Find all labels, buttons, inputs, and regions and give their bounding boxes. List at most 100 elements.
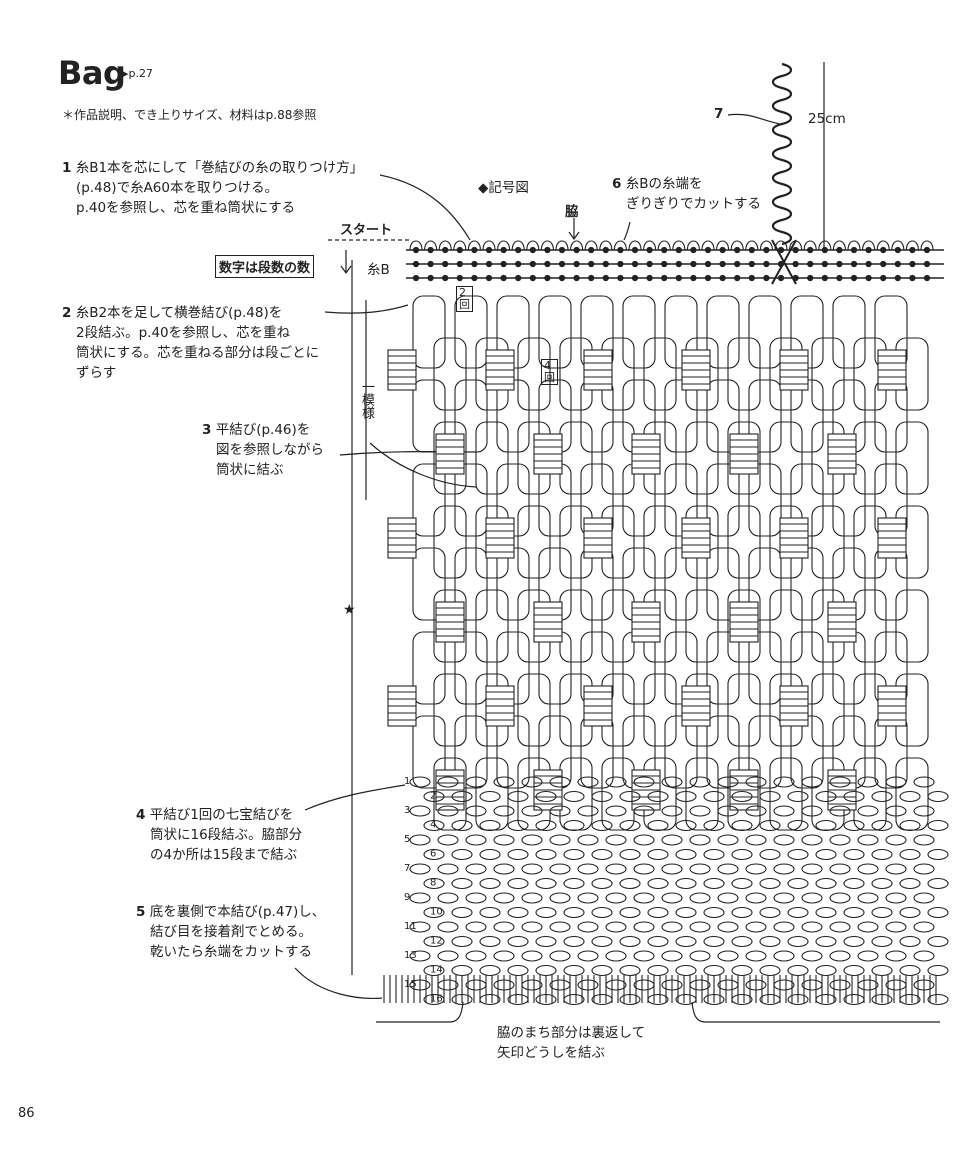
sennit-cell	[748, 295, 782, 369]
alt-knot	[437, 892, 459, 904]
alt-knot	[647, 848, 669, 861]
alt-knot	[759, 848, 781, 861]
clove-hitch-dot	[471, 246, 478, 254]
sennit-cell	[454, 715, 488, 789]
sennit-cell	[748, 631, 782, 705]
clove-hitch-dot	[763, 260, 770, 268]
attachment-loop	[745, 240, 759, 251]
attachment-loop	[511, 240, 525, 251]
alt-knot	[619, 848, 641, 861]
sennit-cell	[559, 421, 593, 495]
alt-knot	[549, 892, 571, 904]
alt-knot	[563, 877, 585, 890]
alt-knot	[521, 863, 543, 875]
alt-knot	[899, 906, 921, 919]
alt-knot	[577, 805, 599, 817]
alt-knot	[899, 819, 921, 832]
sennit-cell	[664, 631, 698, 705]
alt-knot	[661, 863, 683, 875]
alt-knot	[577, 950, 599, 962]
clove-hitch-dot	[763, 246, 770, 254]
alt-knot	[465, 863, 487, 875]
alt-knot	[647, 964, 669, 977]
length-label: 25cm	[808, 111, 846, 127]
alt-knot	[661, 834, 683, 846]
clove-hitch-dot	[850, 246, 858, 254]
alt-knot	[549, 834, 571, 846]
attachment-loop	[540, 240, 554, 251]
clove-hitch-dot	[456, 260, 463, 268]
row-number-label: 15	[404, 979, 417, 990]
alt-knot	[675, 964, 697, 977]
alt-knot	[591, 935, 613, 948]
sennit-cell	[517, 505, 551, 579]
clove-hitch-dot	[573, 260, 580, 268]
alt-knot	[717, 863, 739, 875]
clove-hitch-dot	[573, 246, 580, 254]
clove-hitch-dot	[734, 274, 741, 282]
alt-knot	[507, 906, 529, 919]
alt-knot	[521, 776, 543, 788]
sennit-cell	[517, 673, 551, 747]
alt-knot	[871, 848, 893, 861]
sennit-cell	[874, 547, 908, 621]
alt-knot	[633, 921, 655, 933]
attachment-loop	[497, 240, 511, 251]
clove-hitch-dot	[807, 260, 814, 268]
alt-knot	[479, 906, 501, 919]
alt-knot	[647, 877, 669, 890]
alt-knot	[535, 848, 557, 861]
clove-hitch-dot	[588, 260, 595, 268]
clove-hitch-dot	[602, 246, 609, 254]
alt-knot	[577, 892, 599, 904]
row-number-label: 11	[404, 921, 417, 932]
alt-knot	[493, 834, 515, 846]
alt-knot	[759, 964, 781, 977]
sennit-cell	[832, 295, 866, 369]
clove-hitch-dot	[617, 260, 624, 268]
alt-knot	[451, 877, 473, 890]
gusset-label: 脇	[565, 204, 579, 220]
sennit-cell	[538, 463, 572, 537]
alt-knot	[689, 921, 711, 933]
alt-knot	[703, 790, 725, 803]
alt-knot	[773, 979, 795, 991]
alt-knot	[787, 819, 809, 832]
clove-hitch-dot	[544, 274, 551, 282]
attachment-loop	[716, 240, 730, 251]
alt-knot	[773, 834, 795, 846]
alt-knot	[451, 906, 473, 919]
sennit-cell	[748, 463, 782, 537]
clove-hitch-dot	[471, 260, 478, 268]
sennit-cell	[622, 295, 656, 369]
alt-knot	[843, 906, 865, 919]
alt-knot	[927, 993, 949, 1006]
alt-knot	[759, 993, 781, 1006]
attachment-loop	[628, 240, 642, 251]
attachment-loop	[803, 240, 817, 251]
alt-knot	[899, 877, 921, 890]
alt-knot	[773, 921, 795, 933]
alt-knot	[647, 819, 669, 832]
attachment-loop	[862, 240, 876, 251]
sennit-cell	[706, 379, 740, 453]
alt-knot	[717, 979, 739, 991]
clove-hitch-dot	[602, 274, 609, 282]
attachment-loop	[599, 240, 613, 251]
sennit-cell	[685, 589, 719, 663]
row-number-label: 10	[430, 907, 443, 918]
hanging-cord	[771, 62, 793, 246]
alt-knot	[507, 819, 529, 832]
sennit-cell	[412, 379, 446, 453]
sennit-cell	[895, 421, 929, 495]
alt-knot	[787, 790, 809, 803]
clove-hitch-dot	[690, 274, 697, 282]
page-title: Bag	[58, 54, 126, 92]
sennit-cell	[895, 589, 929, 663]
attachment-loop	[570, 240, 584, 251]
alt-knot	[871, 935, 893, 948]
sennit-cell	[727, 505, 761, 579]
alt-knot	[493, 805, 515, 817]
alt-knot	[605, 921, 627, 933]
row-number-label: 12	[430, 936, 443, 947]
